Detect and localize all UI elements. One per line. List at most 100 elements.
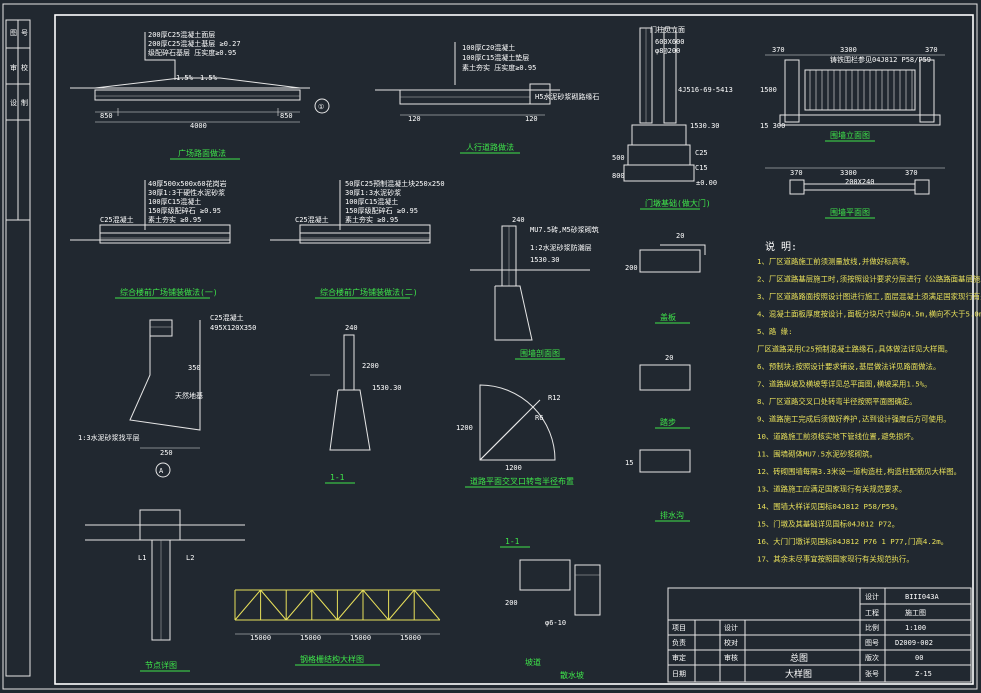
- tb-label: 比例: [865, 623, 879, 632]
- dimension-text: 200X240: [845, 178, 875, 186]
- detail-marker: [155, 462, 171, 478]
- wall-section[interactable]: 240 MU7.5砖,M5砂浆砌筑 1:2水泥砂浆防潮层 1530.30 围墙剖…: [470, 216, 599, 360]
- callout-circle: [314, 98, 330, 114]
- small-details-right[interactable]: 20 200 盖板 20 踏步 15 排水沟: [625, 232, 706, 522]
- design-notes[interactable]: 说 明: 1、厂区道路施工前须测量放线,并做好标高等。2、厂区道路基层施工时,须…: [757, 240, 981, 564]
- dimension-text: 2200: [362, 362, 379, 370]
- curb-label: 495X120X350: [210, 324, 256, 332]
- sheet-outer-border: [2, 3, 978, 690]
- gate-label: 4J516-69-5413: [678, 86, 733, 94]
- detail-block: [639, 364, 691, 391]
- gate-footing: [627, 144, 691, 166]
- curb-detail[interactable]: C25混凝土 495X120X350 350 天然地基 1:3水泥砂浆找平层 2…: [78, 313, 256, 478]
- tb-label: 负责: [672, 638, 686, 647]
- dimension-text: 15000: [400, 634, 421, 642]
- truss-diagonal: [388, 589, 415, 621]
- tb-label: 图号: [865, 639, 879, 647]
- railing-plan[interactable]: 370 3300 370 200X240 围墙平面图: [765, 167, 945, 219]
- gate-footing: [623, 164, 695, 182]
- plaza-layer: [299, 224, 431, 234]
- dimension-text: 15000: [250, 634, 271, 642]
- tb-label: 校对: [724, 638, 738, 647]
- dimension-text: 15: [625, 459, 633, 467]
- title-block[interactable]: 项目 负责 审定 日期 设计 校对 审核 总图 大样图 设计 BIII043A …: [667, 587, 972, 683]
- drawing-title: 综合楼前广场铺装做法(二): [320, 287, 418, 297]
- drawing-title: 道路平面交叉口转弯半径布置: [470, 476, 574, 486]
- wall-label: MU7.5砖,M5砂浆砌筑: [530, 225, 599, 234]
- note-item: 11、围墙砌体MU7.5水泥砂浆砌筑。: [757, 450, 877, 459]
- kerb-label: H5水泥砂浆砌路缘石: [535, 92, 599, 101]
- railing-base: [779, 114, 941, 126]
- road-layer-label: 200厚C25混凝土面层: [148, 30, 215, 39]
- sidewalk-section-detail[interactable]: 100厚C20混凝土 100厚C15混凝土垫层 素土夯实 压实度≥0.95 H5…: [375, 42, 599, 154]
- strip-label: 图: [10, 29, 17, 37]
- radius-label: R12: [548, 394, 561, 402]
- dimension-text: φ6-10: [545, 619, 566, 627]
- drawing-title: 广场路面做法: [178, 148, 226, 158]
- tb-value: BIII043A: [905, 593, 940, 601]
- wall-label: 1:2水泥砂浆防潮层: [530, 243, 592, 252]
- dimension-text: 120: [525, 115, 538, 123]
- drawing-title: 围墙立面图: [830, 130, 870, 140]
- dimension-text: 200: [625, 264, 638, 272]
- plaza-layer-label: 素土夯实 ≥0.95: [148, 215, 201, 224]
- plaza-paving-detail-1[interactable]: 40厚500x500x60花岗岩 30厚1:3干硬性水泥砂浆 100厚C15混凝…: [70, 179, 231, 299]
- detail-marker-label: A: [159, 467, 164, 475]
- plaza-layer-label: 50厚C25预制混凝土块250x250: [345, 179, 445, 188]
- railing-panel: [804, 69, 916, 111]
- wall-label: 240: [512, 216, 525, 224]
- drawing-title: 门墩基础(做大门): [645, 198, 711, 208]
- truss-diagonal: [413, 589, 441, 621]
- note-item: 17、其余未尽事宜按照国家现行有关规范执行。: [757, 555, 914, 564]
- plaza-layer: [99, 224, 231, 234]
- railing-elevation[interactable]: 370 3300 370 铸铁围栏参见04J812 P58/P59 1500 1…: [760, 46, 945, 142]
- gate-pier-section[interactable]: 门柱见立面 600X600 φ8@200 4J516-69-5413 1530.…: [612, 25, 733, 210]
- radius-sector: [479, 384, 556, 461]
- sheet-inner-border: [54, 14, 974, 685]
- drawing-title: 盖板: [660, 312, 676, 322]
- strip-label: 制: [21, 98, 28, 107]
- tb-label: 工程: [865, 608, 879, 617]
- truss-diagonal: [285, 589, 313, 621]
- plaza-layer-label: 30厚1:3水泥砂浆: [345, 188, 401, 197]
- plaza-layer-label: C25混凝土: [295, 215, 329, 224]
- dimension-text: 1500: [760, 86, 777, 94]
- curb-label: 天然地基: [175, 391, 203, 400]
- slope-label: 1.5%: [200, 74, 218, 82]
- dimension-text: 20: [676, 232, 684, 240]
- kerb-stone: [529, 83, 551, 105]
- turning-radius-diagram[interactable]: R12 R6 1200 1200 道路平面交叉口转弯半径布置: [456, 384, 574, 488]
- node-label: L1: [138, 554, 146, 562]
- side-strip-labels: 图 号 审 校 设 制: [10, 29, 28, 107]
- section-1-1-bottom[interactable]: 1-1 200 φ6-10 坡道 散水坡: [500, 537, 601, 680]
- section-footing: [329, 389, 371, 451]
- tb-label: 日期: [672, 670, 686, 678]
- road-layer-label: 200厚C25混凝土基层 ≥0.27: [148, 39, 241, 48]
- drawing-title: 围墙平面图: [830, 207, 870, 217]
- dimension-text: 3300: [840, 169, 857, 177]
- note-item: 10、道路施工前须核实地下管线位置,避免损坏。: [757, 432, 918, 441]
- note-item: 12、砖砌围墙每隔3.3米设一道构造柱,构造柱配筋见大样图。: [757, 467, 961, 476]
- tb-project: 总图: [790, 652, 808, 664]
- gate-label: C25: [695, 149, 708, 157]
- node-detail[interactable]: L1 L2 节点详图: [85, 509, 245, 672]
- road-section-detail[interactable]: 200厚C25混凝土面层 200厚C25混凝土基层 ≥0.27 级配碎石基层 压…: [70, 30, 330, 160]
- drawing-title: 踏步: [660, 417, 676, 427]
- drawing-title: 散水坡: [560, 670, 584, 680]
- section-1-1-left[interactable]: 240 2200 1530.30 1-1: [310, 324, 402, 484]
- strip-label: 审: [10, 63, 17, 72]
- dimension-text: 370: [772, 46, 785, 54]
- sidewalk-layer-label: 素土夯实 压实度≥0.95: [462, 63, 536, 72]
- note-item: 7、道路纵坡及横坡等详见总平面图,横坡采用1.5%。: [757, 380, 932, 389]
- dimension-text: 1530.30: [372, 384, 402, 392]
- strip-label: 设: [10, 98, 17, 107]
- dimension-text: 240: [345, 324, 358, 332]
- dimension-text: 350: [188, 364, 201, 372]
- plaza-layer-label: 40厚500x500x60花岗岩: [148, 179, 227, 188]
- truss-detail[interactable]: 15000 15000 15000 15000 钢格栅结构大样图: [234, 589, 441, 666]
- plaza-paving-detail-2[interactable]: 50厚C25预制混凝土块250x250 30厚1:3水泥砂浆 100厚C15混凝…: [270, 179, 445, 299]
- dimension-text: 4000: [190, 122, 207, 130]
- dimension-text: 370: [925, 46, 938, 54]
- note-item: 8、厂区道路交叉口处转弯半径按照平面图确定。: [757, 397, 917, 406]
